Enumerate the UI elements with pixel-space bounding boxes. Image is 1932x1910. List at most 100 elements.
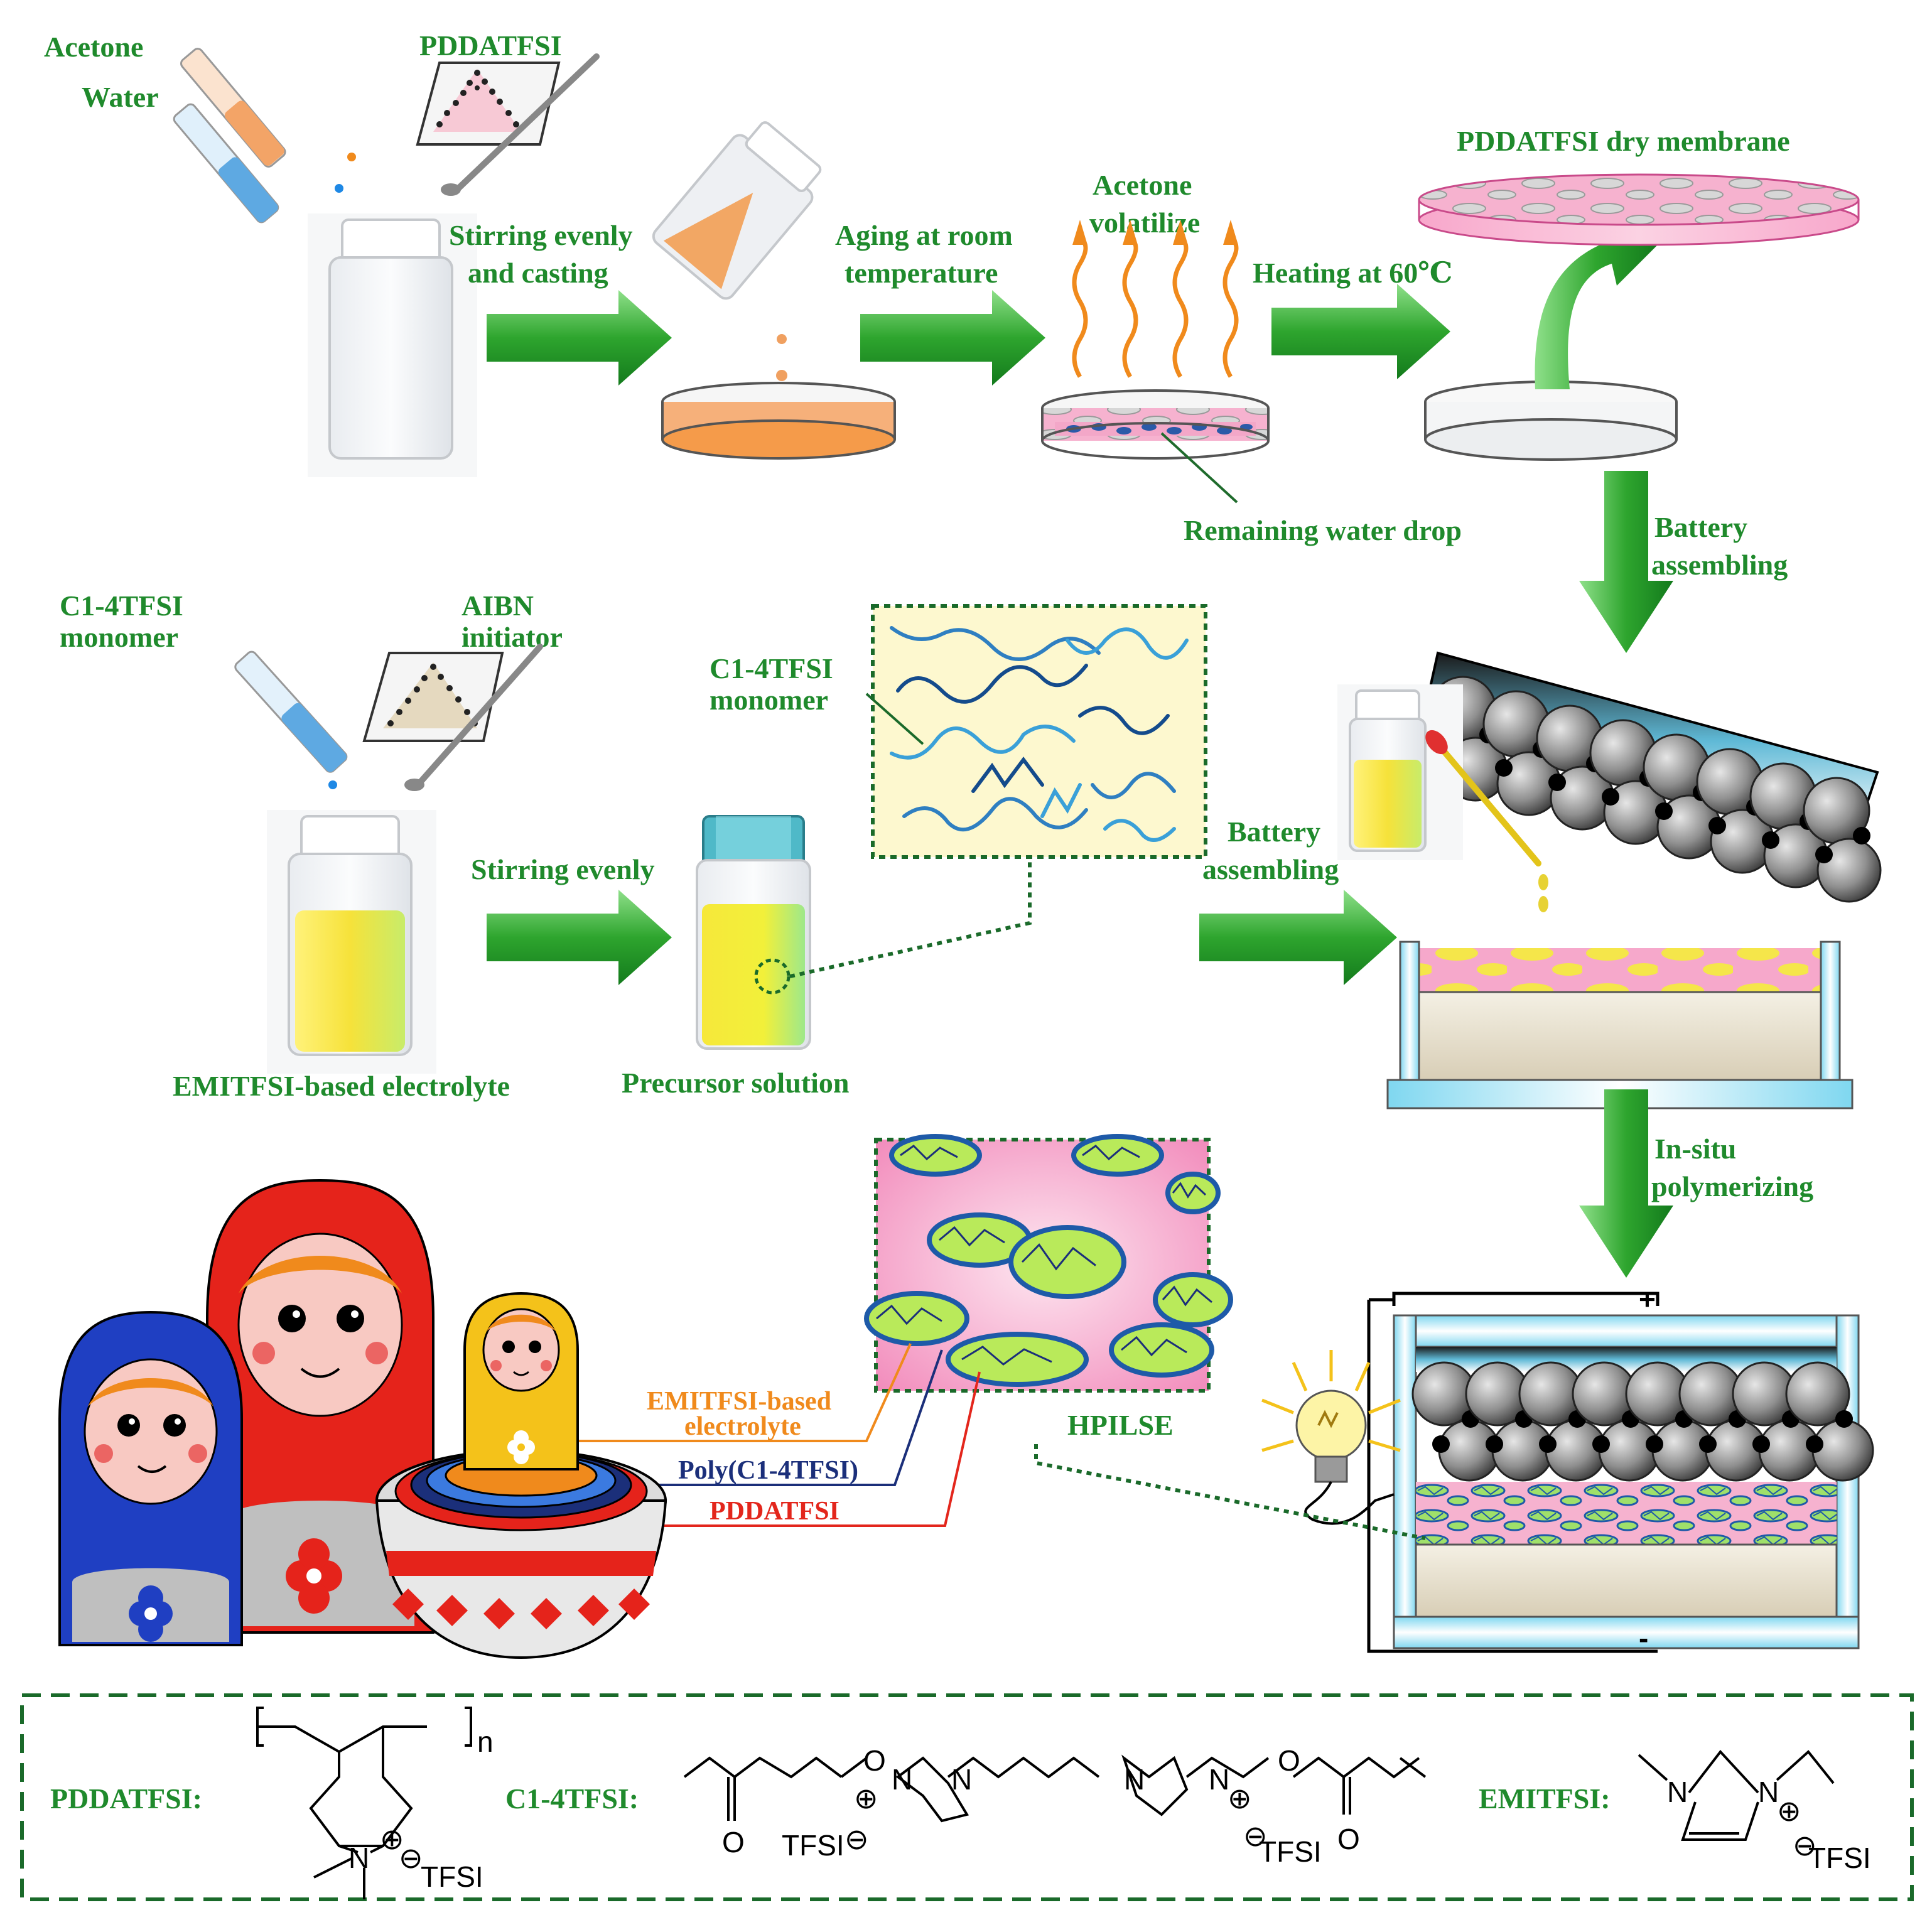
inset-monomer xyxy=(865,604,1207,859)
label-stirring-evenly: Stirring evenly xyxy=(471,853,655,885)
label-acetone-volatilize-1: Acetone xyxy=(1093,169,1192,201)
arrow-stirring-casting xyxy=(487,290,672,386)
chem-plus-3: ⊕ xyxy=(1228,1782,1252,1815)
gel-domain xyxy=(1109,1322,1214,1378)
monomer-drop xyxy=(328,780,337,789)
cell-assembly-bottom xyxy=(1386,941,1854,1109)
label-water: Water xyxy=(82,81,159,113)
polymer-network xyxy=(939,1226,1005,1247)
electrode-particle xyxy=(1785,1361,1850,1427)
label-battery-assembling-top-2: assembling xyxy=(1651,549,1788,581)
lightbulb-icon xyxy=(1261,1350,1401,1525)
structure-emitfsi xyxy=(1638,1749,1835,1841)
leader-water-drop xyxy=(1160,432,1238,504)
doll-blue xyxy=(58,1310,243,1646)
polymer-network xyxy=(1021,1243,1096,1271)
polymer-network xyxy=(1162,1285,1212,1307)
label-aging-2: temperature xyxy=(845,257,998,289)
carbon-particle xyxy=(1853,827,1870,844)
chem-n-atom-4: N xyxy=(1124,1763,1145,1796)
gel-domain xyxy=(1008,1225,1126,1299)
arrow-heating xyxy=(1271,284,1450,379)
vapor-tips xyxy=(1072,220,1238,245)
chem-plus-2: ⊕ xyxy=(854,1782,878,1815)
doll-red xyxy=(206,1179,434,1634)
carbon-particle xyxy=(1602,788,1619,806)
chem-minus-4: ⊖ xyxy=(1793,1829,1817,1862)
jar-electrolyte xyxy=(267,810,436,1074)
chem-minus-3: ⊖ xyxy=(1243,1820,1268,1852)
pour-drop-1 xyxy=(777,334,787,344)
inset-hpilse xyxy=(864,1134,1233,1393)
polymer-network xyxy=(961,1346,1052,1366)
jar-pouring xyxy=(652,121,822,300)
water-drop xyxy=(335,184,343,193)
aibn-powder-paper xyxy=(362,644,543,791)
gel-domain xyxy=(1153,1272,1233,1327)
label-insitu-1: In-situ xyxy=(1654,1133,1736,1165)
chem-tfsi-3: TFSI xyxy=(1259,1835,1322,1868)
label-monomer-2: monomer xyxy=(60,621,178,653)
carbon-particle xyxy=(1815,846,1833,863)
electrode-particle xyxy=(1811,1419,1874,1482)
arrow-aging xyxy=(860,290,1045,386)
label-layer-pddatfsi: PDDATFSI xyxy=(710,1497,839,1526)
jar-precursor xyxy=(696,815,811,1050)
leader-pddatfsi xyxy=(634,1371,981,1527)
label-battery-assembling-mid-2: assembling xyxy=(1202,853,1339,885)
chem-oxygen-2: O xyxy=(863,1744,886,1777)
gel-domain xyxy=(889,1134,982,1177)
tube-water xyxy=(173,103,279,224)
structure-c14tfsi xyxy=(683,1754,1427,1823)
chem-minus-2: ⊖ xyxy=(845,1823,869,1855)
pddatfsi-powder-paper xyxy=(416,53,600,196)
chem-label-c14tfsi: C1-4TFSI: xyxy=(505,1783,639,1815)
polymer-network xyxy=(900,1145,958,1161)
structure-pddatfsi xyxy=(256,1707,472,1899)
label-remaining-water: Remaining water drop xyxy=(1184,514,1462,546)
gel-domain xyxy=(1165,1172,1221,1214)
label-layer-emitfsi-2: electrolyte xyxy=(684,1412,801,1441)
chem-label-pddatfsi: PDDATFSI: xyxy=(50,1783,202,1815)
leader-poly xyxy=(603,1349,943,1486)
carbon-particle xyxy=(1539,1435,1557,1453)
label-stirring-casting-1: Stirring evenly xyxy=(449,219,633,251)
carbon-particle xyxy=(1655,802,1673,820)
chem-minus-1: ⊖ xyxy=(399,1842,423,1874)
label-aibn-2: initiator xyxy=(461,621,563,653)
arrow-curved-lift xyxy=(1535,220,1658,389)
polymer-network xyxy=(1121,1335,1187,1357)
carbon-particle xyxy=(1806,1435,1823,1453)
chem-n-atom-3: N xyxy=(951,1763,972,1796)
chem-tfsi-2: TFSI xyxy=(782,1829,845,1862)
label-emitfsi-electrolyte: EMITFSI-based electrolyte xyxy=(173,1070,510,1102)
label-monomer-inset-2: monomer xyxy=(710,684,828,716)
tube-acetone xyxy=(180,48,286,168)
carbon-particle xyxy=(1762,831,1779,849)
small-jar-yellow xyxy=(1337,684,1463,860)
acetone-drop xyxy=(347,153,356,161)
chem-oxygen-4: O xyxy=(1337,1823,1360,1855)
carbon-particle xyxy=(1495,759,1513,777)
tube-monomer xyxy=(234,650,348,773)
gel-domain xyxy=(946,1332,1089,1387)
carbon-particle xyxy=(1752,1435,1770,1453)
carbon-particle xyxy=(1835,1410,1853,1428)
chem-plus-1: ⊕ xyxy=(380,1823,404,1855)
doll-stack-bowl xyxy=(375,1292,667,1659)
gel-domain xyxy=(1071,1134,1164,1177)
label-layer-poly: Poly(C1-4TFSI) xyxy=(678,1456,858,1485)
carbon-particle xyxy=(1699,1435,1717,1453)
label-pddatfsi-powder: PDDATFSI xyxy=(419,30,562,62)
carbon-particle xyxy=(1432,1435,1450,1453)
label-stirring-casting-2: and casting xyxy=(468,257,608,289)
chem-n-sub: n xyxy=(477,1725,494,1758)
dotted-leader-hpilse xyxy=(1034,1444,1426,1540)
chem-tfsi-1: TFSI xyxy=(421,1860,483,1893)
dry-membrane xyxy=(1418,173,1860,246)
carbon-particle xyxy=(1708,817,1726,834)
label-monomer-inset-1: C1-4TFSI xyxy=(710,652,833,684)
dotted-leader-precursor xyxy=(789,860,1032,978)
petri-dish-orange xyxy=(661,382,896,460)
leader-emitfsi xyxy=(515,1343,912,1442)
